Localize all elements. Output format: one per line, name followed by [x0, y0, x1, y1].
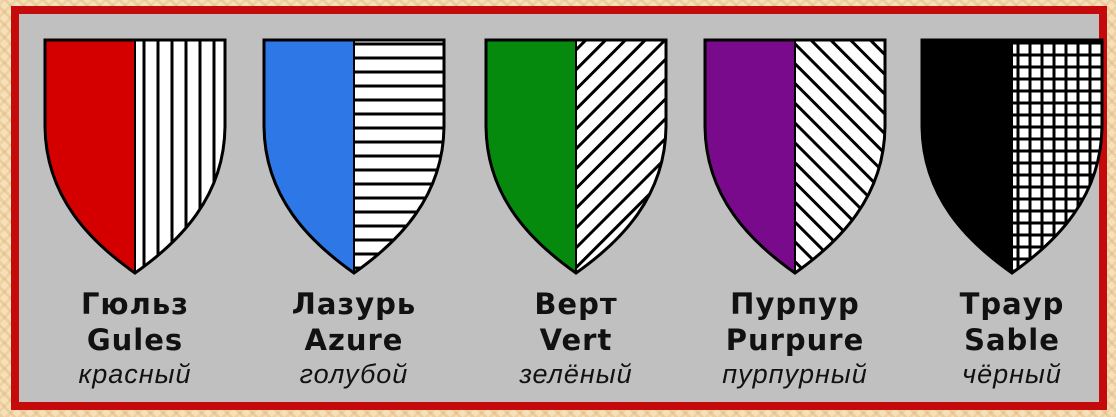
- gules-caption: Гюльз Gules красный: [35, 286, 235, 391]
- purpure-adjective: пурпурный: [695, 358, 895, 391]
- gules-hatched-half: [135, 37, 231, 277]
- purpure-tincture-half: [699, 37, 795, 277]
- gules-english-name: Gules: [35, 322, 235, 358]
- sable-shield: [916, 37, 1108, 277]
- vert-adjective: зелёный: [476, 358, 676, 391]
- sable-russian-name: Траур: [912, 286, 1112, 322]
- azure-adjective: голубой: [254, 358, 454, 391]
- vert-shield: [480, 37, 672, 277]
- vert-tincture-half: [480, 37, 576, 277]
- purpure-english-name: Purpure: [695, 322, 895, 358]
- azure-english-name: Azure: [254, 322, 454, 358]
- azure-caption: Лазурь Azure голубой: [254, 286, 454, 391]
- gules-adjective: красный: [35, 358, 235, 391]
- sable-hatched-half: [1012, 37, 1108, 277]
- vert-caption: Верт Vert зелёный: [476, 286, 676, 391]
- gules-shield: [39, 37, 231, 277]
- vert-english-name: Vert: [476, 322, 676, 358]
- purpure-hatched-half: [795, 37, 891, 277]
- sable-adjective: чёрный: [912, 358, 1112, 391]
- gules-tincture-half: [39, 37, 135, 277]
- azure-shield: [258, 37, 450, 277]
- sable-caption: Траур Sable чёрный: [912, 286, 1112, 391]
- azure-tincture-half: [258, 37, 354, 277]
- azure-russian-name: Лазурь: [254, 286, 454, 322]
- azure-hatched-half: [354, 37, 450, 277]
- sable-tincture-half: [916, 37, 1012, 277]
- vert-hatched-half: [576, 37, 672, 277]
- tinctures-panel: Гюльз Gules красный Лазурь Azure голубой: [11, 6, 1107, 410]
- vert-russian-name: Верт: [476, 286, 676, 322]
- sable-english-name: Sable: [912, 322, 1112, 358]
- purpure-russian-name: Пурпур: [695, 286, 895, 322]
- purpure-shield: [699, 37, 891, 277]
- purpure-caption: Пурпур Purpure пурпурный: [695, 286, 895, 391]
- gules-russian-name: Гюльз: [35, 286, 235, 322]
